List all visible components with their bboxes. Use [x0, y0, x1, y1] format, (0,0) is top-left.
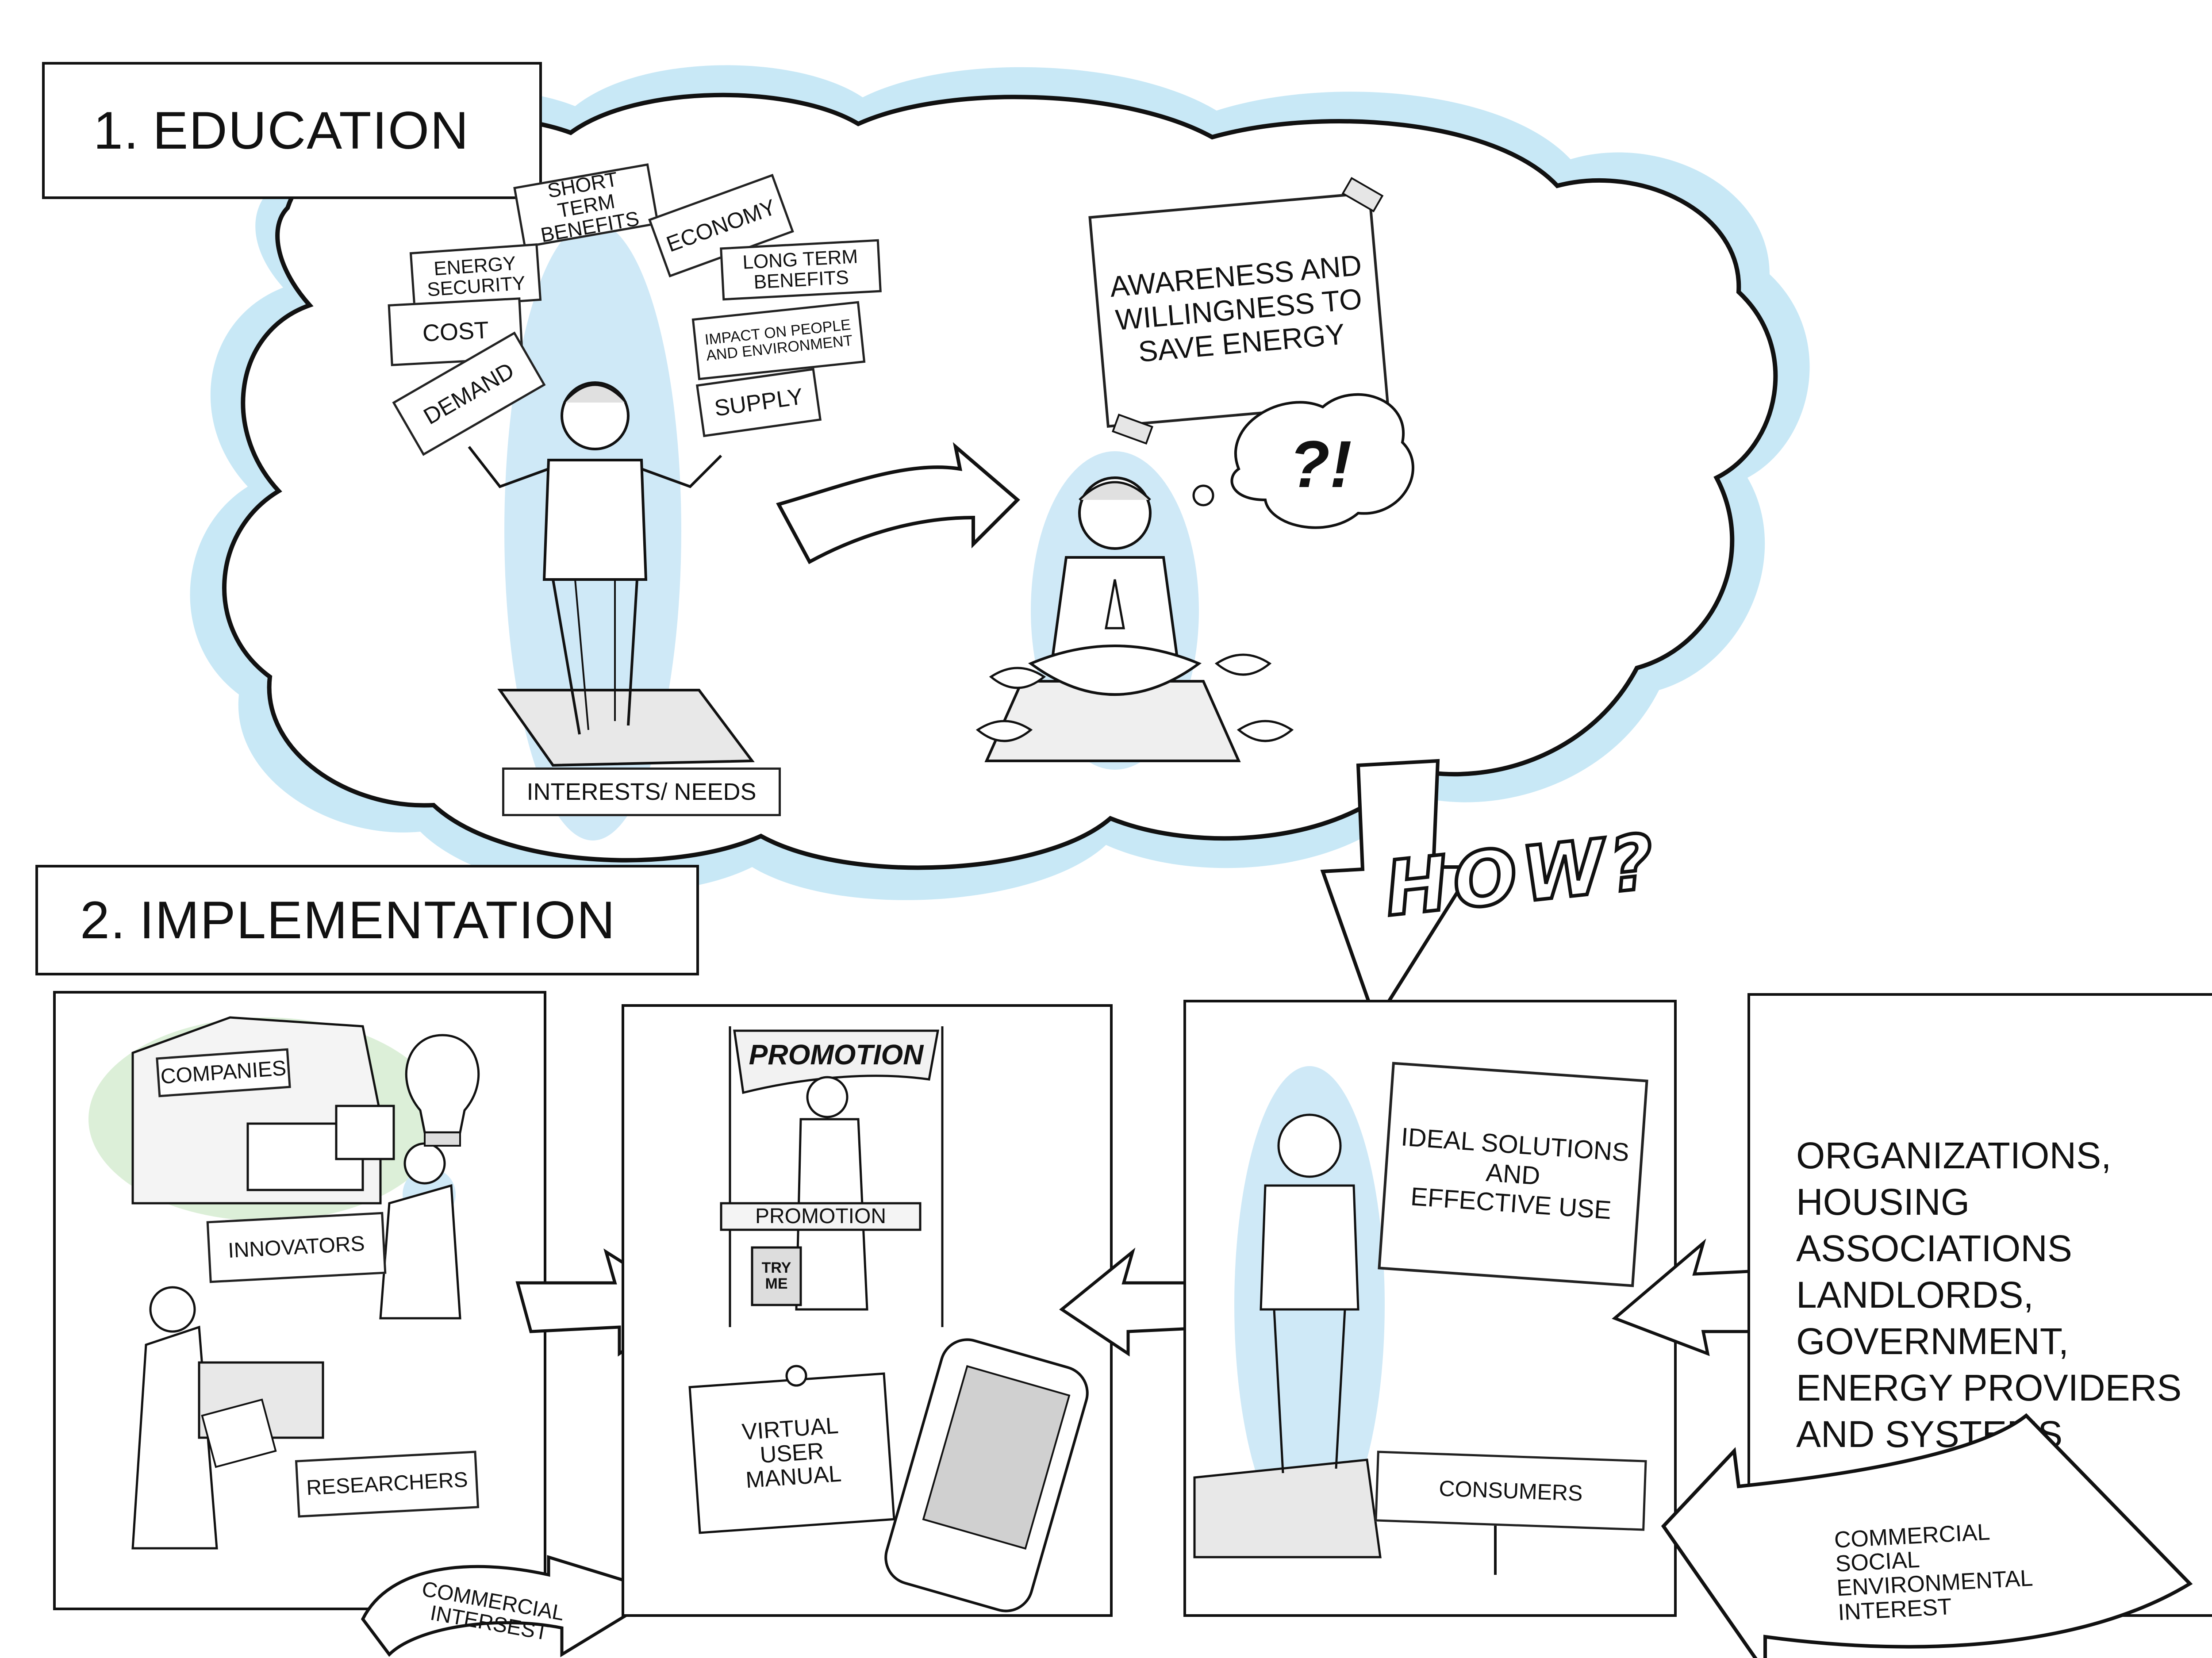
thought-symbols: ?! — [1289, 427, 1352, 502]
section-heading-education: 1. EDUCATION — [42, 62, 542, 199]
commercial-social-interest-label: COMMERCIAL SOCIAL ENVIRONMENTAL INTEREST — [1833, 1519, 2034, 1626]
section-heading-implementation: 2. IMPLEMENTATION — [35, 865, 699, 975]
interests-needs-label: INTERESTS/ NEEDS — [502, 768, 781, 816]
section-title: EDUCATION — [153, 101, 469, 160]
section-title: IMPLEMENTATION — [139, 890, 616, 950]
section-number: 1. — [93, 101, 140, 160]
section-number: 2. — [80, 890, 127, 950]
promotion-banner: PROMOTION — [749, 1039, 924, 1071]
promotion-counter-sign: PROMOTION — [755, 1204, 886, 1228]
try-me-sign: TRY ME — [761, 1259, 791, 1292]
